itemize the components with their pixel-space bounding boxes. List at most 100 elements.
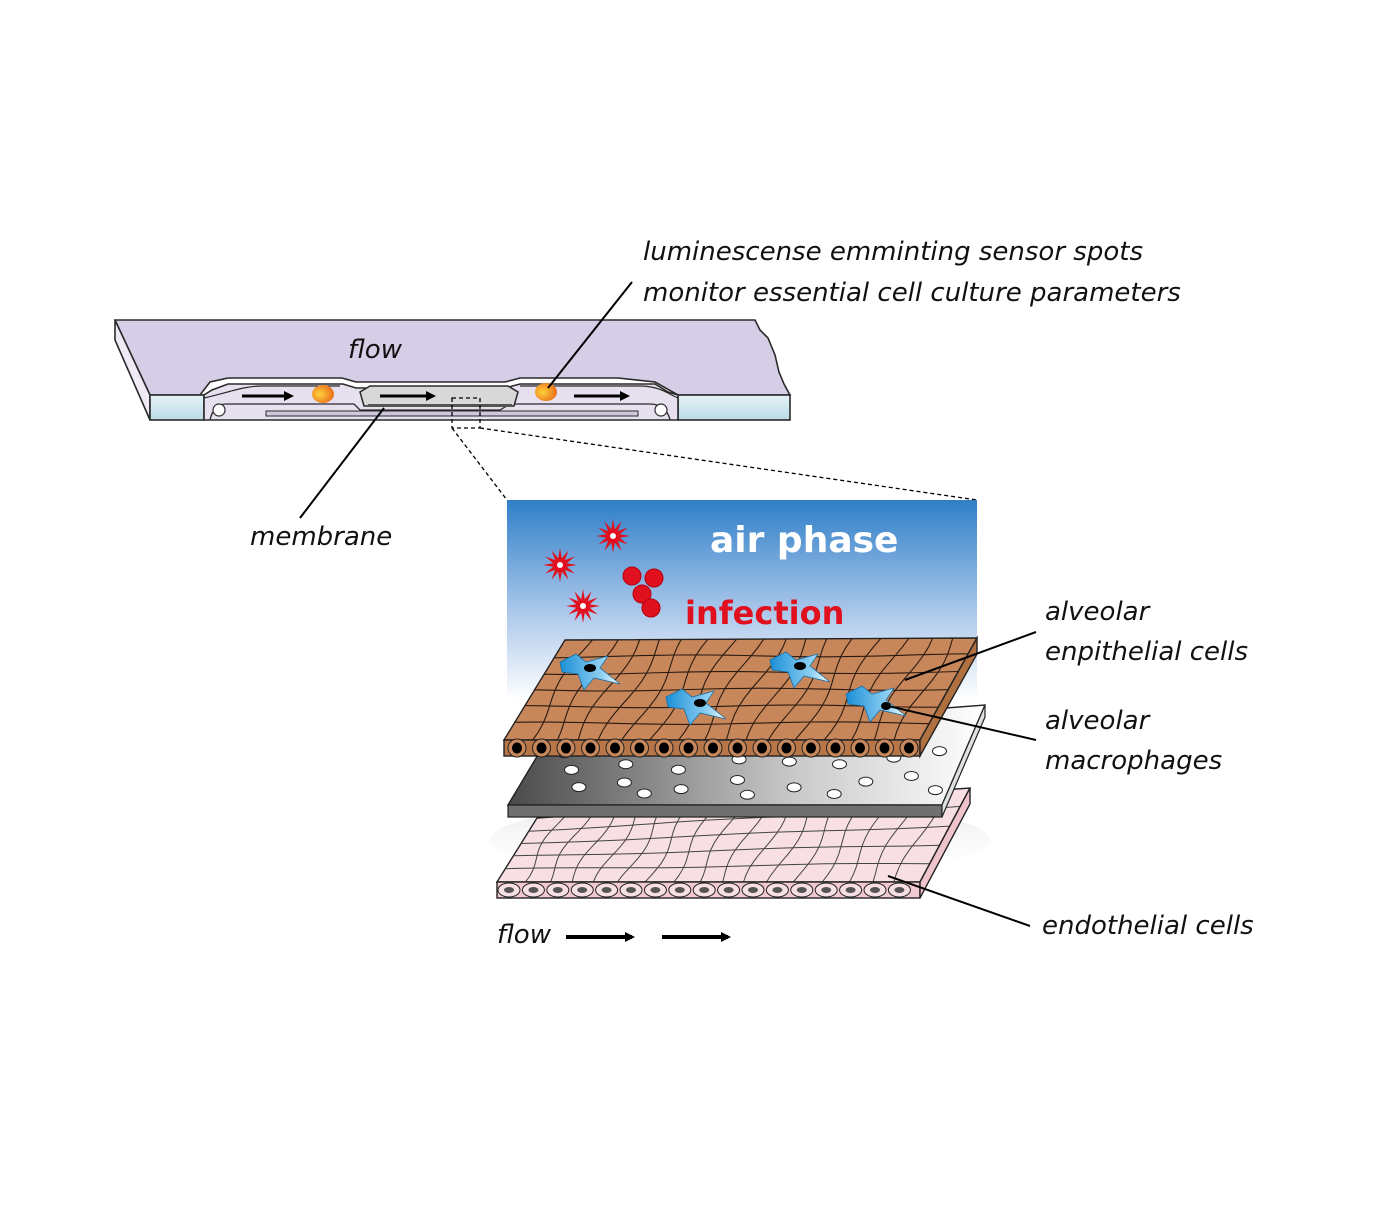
membrane-pore: [832, 759, 847, 770]
cell-border: [673, 805, 718, 883]
cell-nucleus: [796, 887, 807, 893]
membrane-pore: [786, 782, 802, 793]
membrane-pore: [616, 777, 632, 788]
macrophage-icon: [769, 651, 831, 689]
cell-nucleus: [723, 887, 734, 893]
membrane-pore: [932, 746, 947, 757]
alveolar-epithelial-label-line1: alveolar: [1045, 597, 1150, 627]
bacterium-icon: [622, 566, 664, 618]
macrophage-icon: [845, 685, 907, 723]
zoom-panel: [490, 500, 990, 899]
alveolar-macrophages-label-line2: macrophages: [1045, 746, 1223, 776]
sensor-label-line2: monitor essential cell culture parameter…: [643, 278, 1181, 308]
cell-nucleus: [674, 887, 685, 893]
cell-nucleus: [626, 887, 636, 893]
cell-border: [644, 807, 688, 883]
cell-nucleus: [781, 742, 792, 754]
endothelial-label: endothelial cells: [1042, 911, 1254, 941]
cell-border: [521, 825, 950, 844]
flow-label-top: flow: [348, 335, 402, 365]
endothelium-leader-line: [887, 875, 1031, 927]
virus-core: [557, 562, 563, 568]
membrane-pore: [781, 756, 797, 767]
membrane-pore: [673, 784, 689, 795]
sensor-leader-line: [547, 281, 633, 389]
macrophage-icon: [559, 653, 621, 691]
cell-border: [524, 815, 566, 883]
cell-nucleus: [585, 742, 596, 754]
cell-border: [514, 721, 930, 725]
cell-border: [577, 639, 641, 741]
cell-nucleus: [904, 742, 914, 754]
cell-nucleus: [732, 742, 743, 754]
membrane-pore: [564, 764, 579, 775]
cell-border: [550, 813, 593, 883]
membrane-pore: [571, 782, 587, 793]
cell-nucleus: [845, 887, 856, 893]
chip-membrane-insert: [359, 385, 519, 407]
cell-nucleus: [830, 742, 841, 754]
membrane-pore: [730, 775, 745, 785]
epithelium-leader-line: [904, 631, 1037, 681]
cell-nucleus: [634, 742, 645, 754]
cell-border: [505, 863, 930, 870]
cell-nucleus: [879, 742, 890, 754]
cell-nucleus: [683, 742, 694, 754]
membrane-pore: [739, 789, 755, 800]
zoom-guide-left: [451, 427, 508, 501]
cell-nucleus: [855, 742, 865, 754]
cell-nucleus: [757, 742, 767, 754]
cell-nucleus: [552, 887, 563, 893]
membrane-pore: [670, 764, 686, 775]
cell-nucleus: [748, 887, 758, 893]
chip-side-right: [677, 394, 791, 421]
cell-border: [617, 809, 661, 883]
zoom-guide-right: [479, 427, 978, 501]
cell-nucleus: [528, 887, 539, 893]
cell-border: [592, 810, 637, 883]
virus-core: [580, 603, 586, 609]
cell-border: [621, 639, 682, 741]
cell-nucleus: [504, 887, 514, 893]
sensor-spot-right: [535, 383, 557, 401]
cell-nucleus: [894, 887, 905, 893]
cell-nucleus: [650, 887, 661, 893]
cell-nucleus: [601, 887, 612, 893]
membrane-pore: [826, 789, 842, 799]
cell-border: [873, 637, 934, 741]
chip-side-left: [149, 394, 205, 421]
cell-nucleus: [772, 887, 783, 893]
cell-nucleus: [610, 742, 620, 754]
membrane-pore: [618, 759, 634, 770]
cell-nucleus: [821, 887, 832, 893]
microfluidic-chip: [113, 319, 792, 429]
cell-border: [513, 844, 940, 857]
air-phase-label: air phase: [710, 520, 899, 561]
membrane-label: membrane: [250, 522, 393, 552]
macrophage-icon: [665, 688, 727, 726]
macrophage-leader-line: [887, 705, 1037, 741]
cell-nucleus: [806, 742, 816, 754]
cell-nucleus: [512, 742, 522, 754]
membrane-leader-line: [299, 407, 385, 519]
membrane-pore: [927, 785, 943, 796]
sensor-spot-left: [312, 385, 334, 403]
virus-core: [610, 533, 616, 539]
zoom-box: [451, 397, 481, 429]
membrane-pore: [903, 771, 919, 781]
cell-nucleus: [870, 887, 880, 893]
alveolar-macrophages-label-line1: alveolar: [1045, 706, 1150, 736]
membrane-pore: [636, 788, 652, 799]
sensor-label-line1: luminescense emminting sensor spots: [643, 237, 1143, 267]
cell-border: [571, 812, 616, 883]
cell-nucleus: [577, 887, 588, 893]
cell-nucleus: [659, 742, 669, 754]
cell-border: [544, 670, 959, 675]
cell-nucleus: [561, 742, 571, 754]
cell-nucleus: [708, 742, 718, 754]
infection-label: infection: [685, 594, 845, 632]
cell-nucleus: [536, 742, 547, 754]
cell-border: [534, 687, 949, 692]
chip-top-face: [113, 319, 792, 396]
